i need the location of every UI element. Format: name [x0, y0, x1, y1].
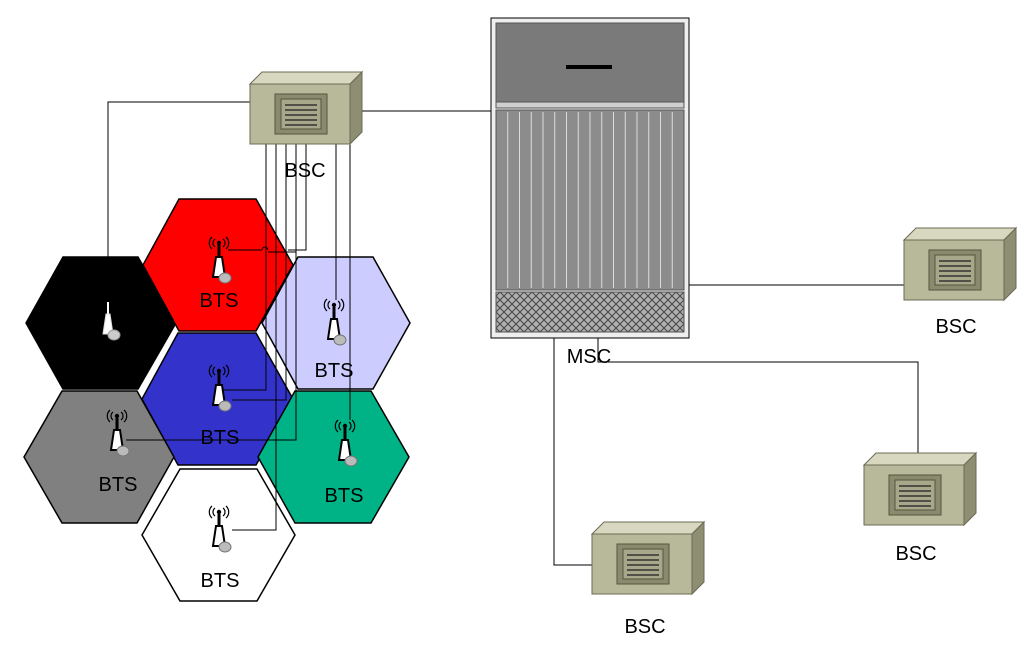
- bsc-server-icon: [863, 452, 977, 526]
- cell-hex-white: BTS: [141, 468, 296, 602]
- bsc-right: [903, 227, 1017, 301]
- cell-label: BTS: [315, 360, 354, 382]
- msc-rack: [490, 17, 690, 339]
- cell-label: BTS: [201, 570, 240, 592]
- bsc-right-label: BSC: [935, 316, 976, 338]
- bsc-server-icon: [591, 521, 705, 595]
- bsc-main: [249, 71, 363, 145]
- bts-feed-lines: [126, 142, 351, 531]
- msc-vent-grille: [495, 291, 685, 333]
- cell-label: BTS: [200, 290, 239, 312]
- bsc-server-icon: [903, 227, 1017, 301]
- cell-label: BTS: [99, 474, 138, 496]
- bsc-main-label: BSC: [284, 160, 325, 182]
- bsc-bottom-label: BSC: [624, 616, 665, 638]
- cell-hex-gray: BTS: [23, 390, 175, 524]
- cell-label: BTS: [201, 427, 240, 449]
- bsc-lower-right-label: BSC: [895, 543, 936, 565]
- cell-hex-lavender: BTS: [261, 256, 411, 390]
- bsc-lower-right: [863, 452, 977, 526]
- cell-label: BTS: [325, 485, 364, 507]
- bsc-server-icon: [249, 71, 363, 145]
- msc-label: MSC: [567, 346, 611, 368]
- bsc-black-cell-link: [107, 101, 250, 262]
- msc-top-panel: [495, 22, 685, 103]
- msc-bsc-bottom-link: [553, 285, 592, 566]
- msc-slot-indicator: [566, 65, 612, 69]
- bsc-bottom: [591, 521, 705, 595]
